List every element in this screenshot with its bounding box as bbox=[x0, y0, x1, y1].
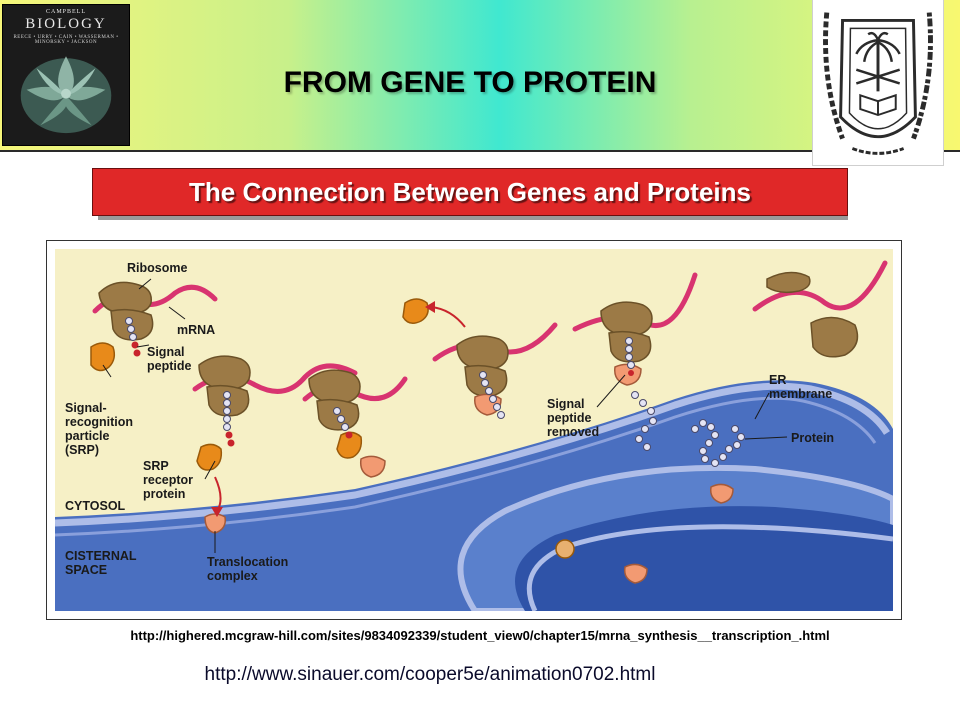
label-signal-peptide-removed: Signal peptide removed bbox=[547, 397, 600, 439]
label-signal-peptide: Signal peptide bbox=[147, 345, 192, 373]
label-translocation-complex: Translocation complex bbox=[207, 555, 289, 583]
er-fold-inner bbox=[515, 506, 893, 611]
slide-subtitle: The Connection Between Genes and Protein… bbox=[92, 168, 848, 216]
label-srp: Signal- recognition particle (SRP) bbox=[65, 401, 134, 457]
er-fold-membrane bbox=[526, 524, 893, 611]
slide-title: FROM GENE TO PROTEIN bbox=[283, 66, 657, 99]
label-er-membrane: ER membrane bbox=[769, 373, 833, 401]
pointer-lines bbox=[102, 278, 788, 553]
label-protein: Protein bbox=[791, 431, 835, 445]
reference-link-2[interactable]: http://www.sinauer.com/cooper5e/animatio… bbox=[204, 664, 656, 685]
arrow-heads bbox=[211, 301, 435, 517]
label-cytosol: CYTOSOL bbox=[65, 499, 126, 513]
polypeptide-chains bbox=[125, 317, 745, 467]
book-text: CAMPBELL BIOLOGY REECE • URRY • CAIN • W… bbox=[3, 9, 129, 45]
signal-mechanism-diagram: Ribosome mRNA Signal peptide Signal- rec… bbox=[46, 240, 902, 620]
srp-particles bbox=[90, 298, 429, 471]
ribosomes bbox=[98, 271, 859, 431]
textbook-cover-image: CAMPBELL BIOLOGY REECE • URRY • CAIN • W… bbox=[2, 4, 130, 146]
succulent-plant-image bbox=[3, 5, 129, 145]
er-translation-illustration bbox=[55, 249, 893, 611]
signal-peptides bbox=[131, 341, 634, 447]
reference-link-1[interactable]: http://highered.mcgraw-hill.com/sites/98… bbox=[130, 628, 830, 643]
label-srp-receptor: SRP receptor protein bbox=[143, 459, 194, 501]
label-cisternal-space: CISTERNAL SPACE bbox=[65, 549, 137, 577]
book-publisher: CAMPBELL bbox=[45, 9, 86, 15]
book-title: BIOLOGY bbox=[25, 16, 107, 32]
label-ribosome: Ribosome bbox=[127, 261, 188, 275]
university-logo bbox=[812, 0, 944, 166]
label-mrna: mRNA bbox=[177, 323, 216, 337]
book-authors: REECE • URRY • CAIN • WASSERMAN • MINORS… bbox=[13, 35, 119, 45]
university-seal-icon bbox=[823, 12, 933, 155]
slide-header: CAMPBELL BIOLOGY REECE • URRY • CAIN • W… bbox=[0, 0, 960, 166]
er-membrane-outer bbox=[55, 382, 890, 527]
